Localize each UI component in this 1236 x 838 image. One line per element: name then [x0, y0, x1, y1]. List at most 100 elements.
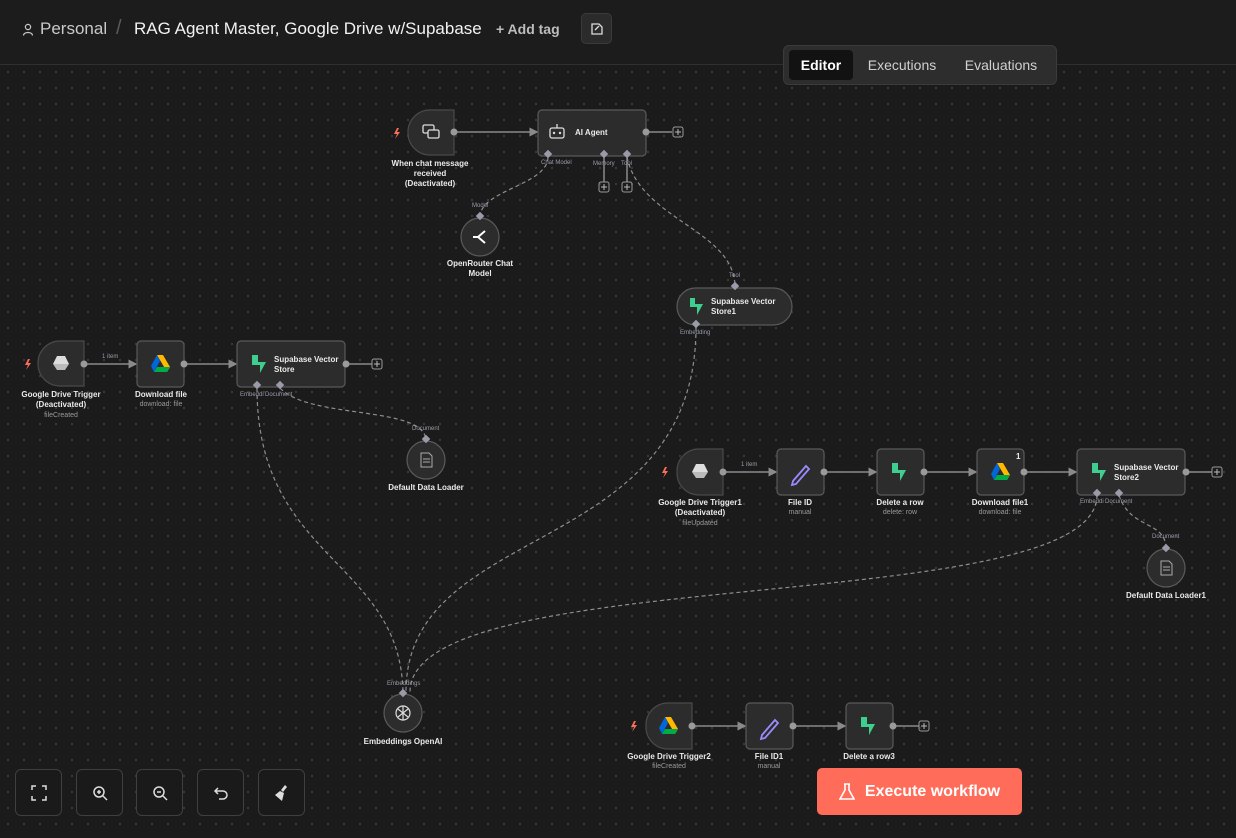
- connection-supabase2-embed: [409, 494, 1098, 693]
- undo-icon: [213, 786, 228, 800]
- download-file-label: Download file: [135, 390, 187, 399]
- port-chat-model: Chat Model: [541, 160, 572, 166]
- note-icon: [590, 22, 603, 35]
- google-drive-icon: [991, 463, 1010, 480]
- gdrive-trigger1-label: Google Drive Trigger1 (Deactivated): [658, 498, 742, 517]
- add-node-agent: [672, 126, 684, 138]
- supabase-icon: [690, 298, 703, 315]
- document-icon: [420, 452, 433, 468]
- add-node-supabase2: [1211, 466, 1223, 478]
- add-tag-button[interactable]: + Add tag: [496, 21, 560, 37]
- top-bar: Personal / RAG Agent Master, Google Driv…: [0, 0, 1236, 65]
- project-name: Personal: [40, 19, 108, 38]
- google-drive-icon: [151, 355, 170, 372]
- port-tool: Tool: [621, 161, 633, 167]
- delete-row-sub: delete: row: [882, 509, 918, 516]
- undo-button[interactable]: [197, 769, 244, 816]
- port-tool-supabase1: Tool: [729, 273, 741, 279]
- view-tabs: Editor Executions Evaluations: [783, 45, 1057, 85]
- edge-label-1-item-2: 1 item: [741, 462, 758, 468]
- fit-view-button[interactable]: [15, 769, 62, 816]
- delete-row3-label: Delete a row3: [843, 752, 895, 761]
- breadcrumb-separator: /: [116, 17, 122, 39]
- fullscreen-icon: [30, 784, 47, 801]
- user-icon: [22, 23, 34, 36]
- embeddings-openai-label: Embeddings OpenAI: [363, 737, 443, 746]
- node-openrouter: [460, 217, 500, 257]
- zoom-out-button[interactable]: [136, 769, 183, 816]
- file-id-sub: manual: [788, 509, 812, 516]
- zoom-in-button[interactable]: [76, 769, 123, 816]
- trigger-bolt-icon: [25, 359, 31, 370]
- add-node-supabase: [371, 358, 383, 370]
- port-embeddings: Embeddings: [387, 681, 421, 687]
- gdrive-trigger2-label: Google Drive Trigger2: [627, 752, 711, 761]
- supabase-icon: [252, 355, 266, 373]
- supabase-vs2-label: Supabase Vector Store2: [1114, 463, 1179, 482]
- edge-label-1-item: 1 item: [102, 354, 119, 360]
- trigger-bolt-icon: [631, 721, 637, 732]
- trigger-bolt-icon: [662, 467, 668, 478]
- port-document-2: Document: [1105, 499, 1133, 505]
- openrouter-label: OpenRouter Chat Model: [446, 259, 514, 278]
- tab-evaluations[interactable]: Evaluations: [964, 57, 1038, 73]
- flask-icon: [838, 782, 855, 800]
- supabase-icon: [892, 463, 906, 481]
- google-drive-icon: [53, 356, 69, 370]
- connection-model-agent: [479, 156, 549, 218]
- ai-agent-label: AI Agent: [575, 128, 608, 137]
- document-icon: [1160, 560, 1173, 576]
- add-node-delete3: [918, 720, 930, 732]
- trigger-bolt-icon: [394, 128, 400, 139]
- openai-icon: [395, 705, 411, 721]
- gdrive-trigger2-sub: fileCreated: [652, 763, 686, 770]
- connection-supabase-doc: [279, 387, 427, 442]
- file-id1-label: File ID1: [754, 752, 784, 761]
- google-drive-icon: [692, 464, 708, 478]
- breadcrumb-project[interactable]: Personal: [22, 19, 107, 39]
- chat-icon: [422, 124, 440, 139]
- connection-supabase2-doc: [1118, 494, 1167, 550]
- chat-trigger-label: When chat message received (Deactivated): [391, 159, 469, 188]
- file-id1-sub: manual: [757, 763, 781, 770]
- port-document: Document: [265, 392, 293, 398]
- tab-editor[interactable]: Editor: [789, 50, 853, 80]
- port-document-loader1: Document: [1152, 534, 1180, 540]
- zoom-in-icon: [92, 785, 108, 801]
- sticky-note-button[interactable]: [581, 13, 612, 44]
- openrouter-icon: [473, 230, 486, 244]
- tidy-up-button[interactable]: [258, 769, 305, 816]
- download-file1-sub: download: file: [978, 509, 1022, 516]
- google-drive-icon: [659, 717, 678, 734]
- node-gdrive-trigger2: [645, 702, 693, 750]
- execute-workflow-button[interactable]: Execute workflow: [817, 768, 1022, 815]
- port-document-loader: Document: [412, 426, 440, 432]
- node-download-file: [136, 340, 185, 388]
- port-embedding: Embeddi: [240, 392, 264, 398]
- pencil-icon: [759, 718, 780, 741]
- supabase-icon: [1092, 463, 1106, 481]
- tab-executions[interactable]: Executions: [867, 57, 937, 73]
- delete-row-label: Delete a row: [876, 498, 924, 507]
- gdrive-trigger-sub: fileCreated: [44, 412, 78, 419]
- add-tool: [621, 181, 633, 193]
- download-file1-label: Download file1: [971, 498, 1029, 507]
- default-loader1-label: Default Data Loader1: [1125, 591, 1207, 600]
- port-memory: Memory: [593, 161, 615, 167]
- connection-tool-supabase1: [626, 156, 736, 288]
- add-memory: [598, 181, 610, 193]
- supabase-vs-label: Supabase Vector Store: [274, 355, 339, 374]
- workflow-title[interactable]: RAG Agent Master, Google Drive w/Supabas…: [134, 19, 482, 38]
- port-embedding-supabase1: Embedding: [680, 330, 711, 336]
- connection-supabase1-embed: [405, 326, 697, 693]
- supabase-icon: [861, 717, 875, 735]
- gdrive-trigger1-sub: fileUpdated: [682, 520, 718, 527]
- execute-workflow-label: Execute workflow: [864, 782, 1001, 800]
- download-file-sub: download: file: [139, 401, 183, 408]
- node-default-loader1: [1146, 548, 1186, 588]
- broom-icon: [274, 784, 287, 801]
- supabase-vs1-label: Supabase Vector Store1: [711, 297, 776, 316]
- connection-supabase-embed: [256, 387, 404, 693]
- gdrive-trigger-label: Google Drive Trigger (Deactivated): [21, 390, 101, 409]
